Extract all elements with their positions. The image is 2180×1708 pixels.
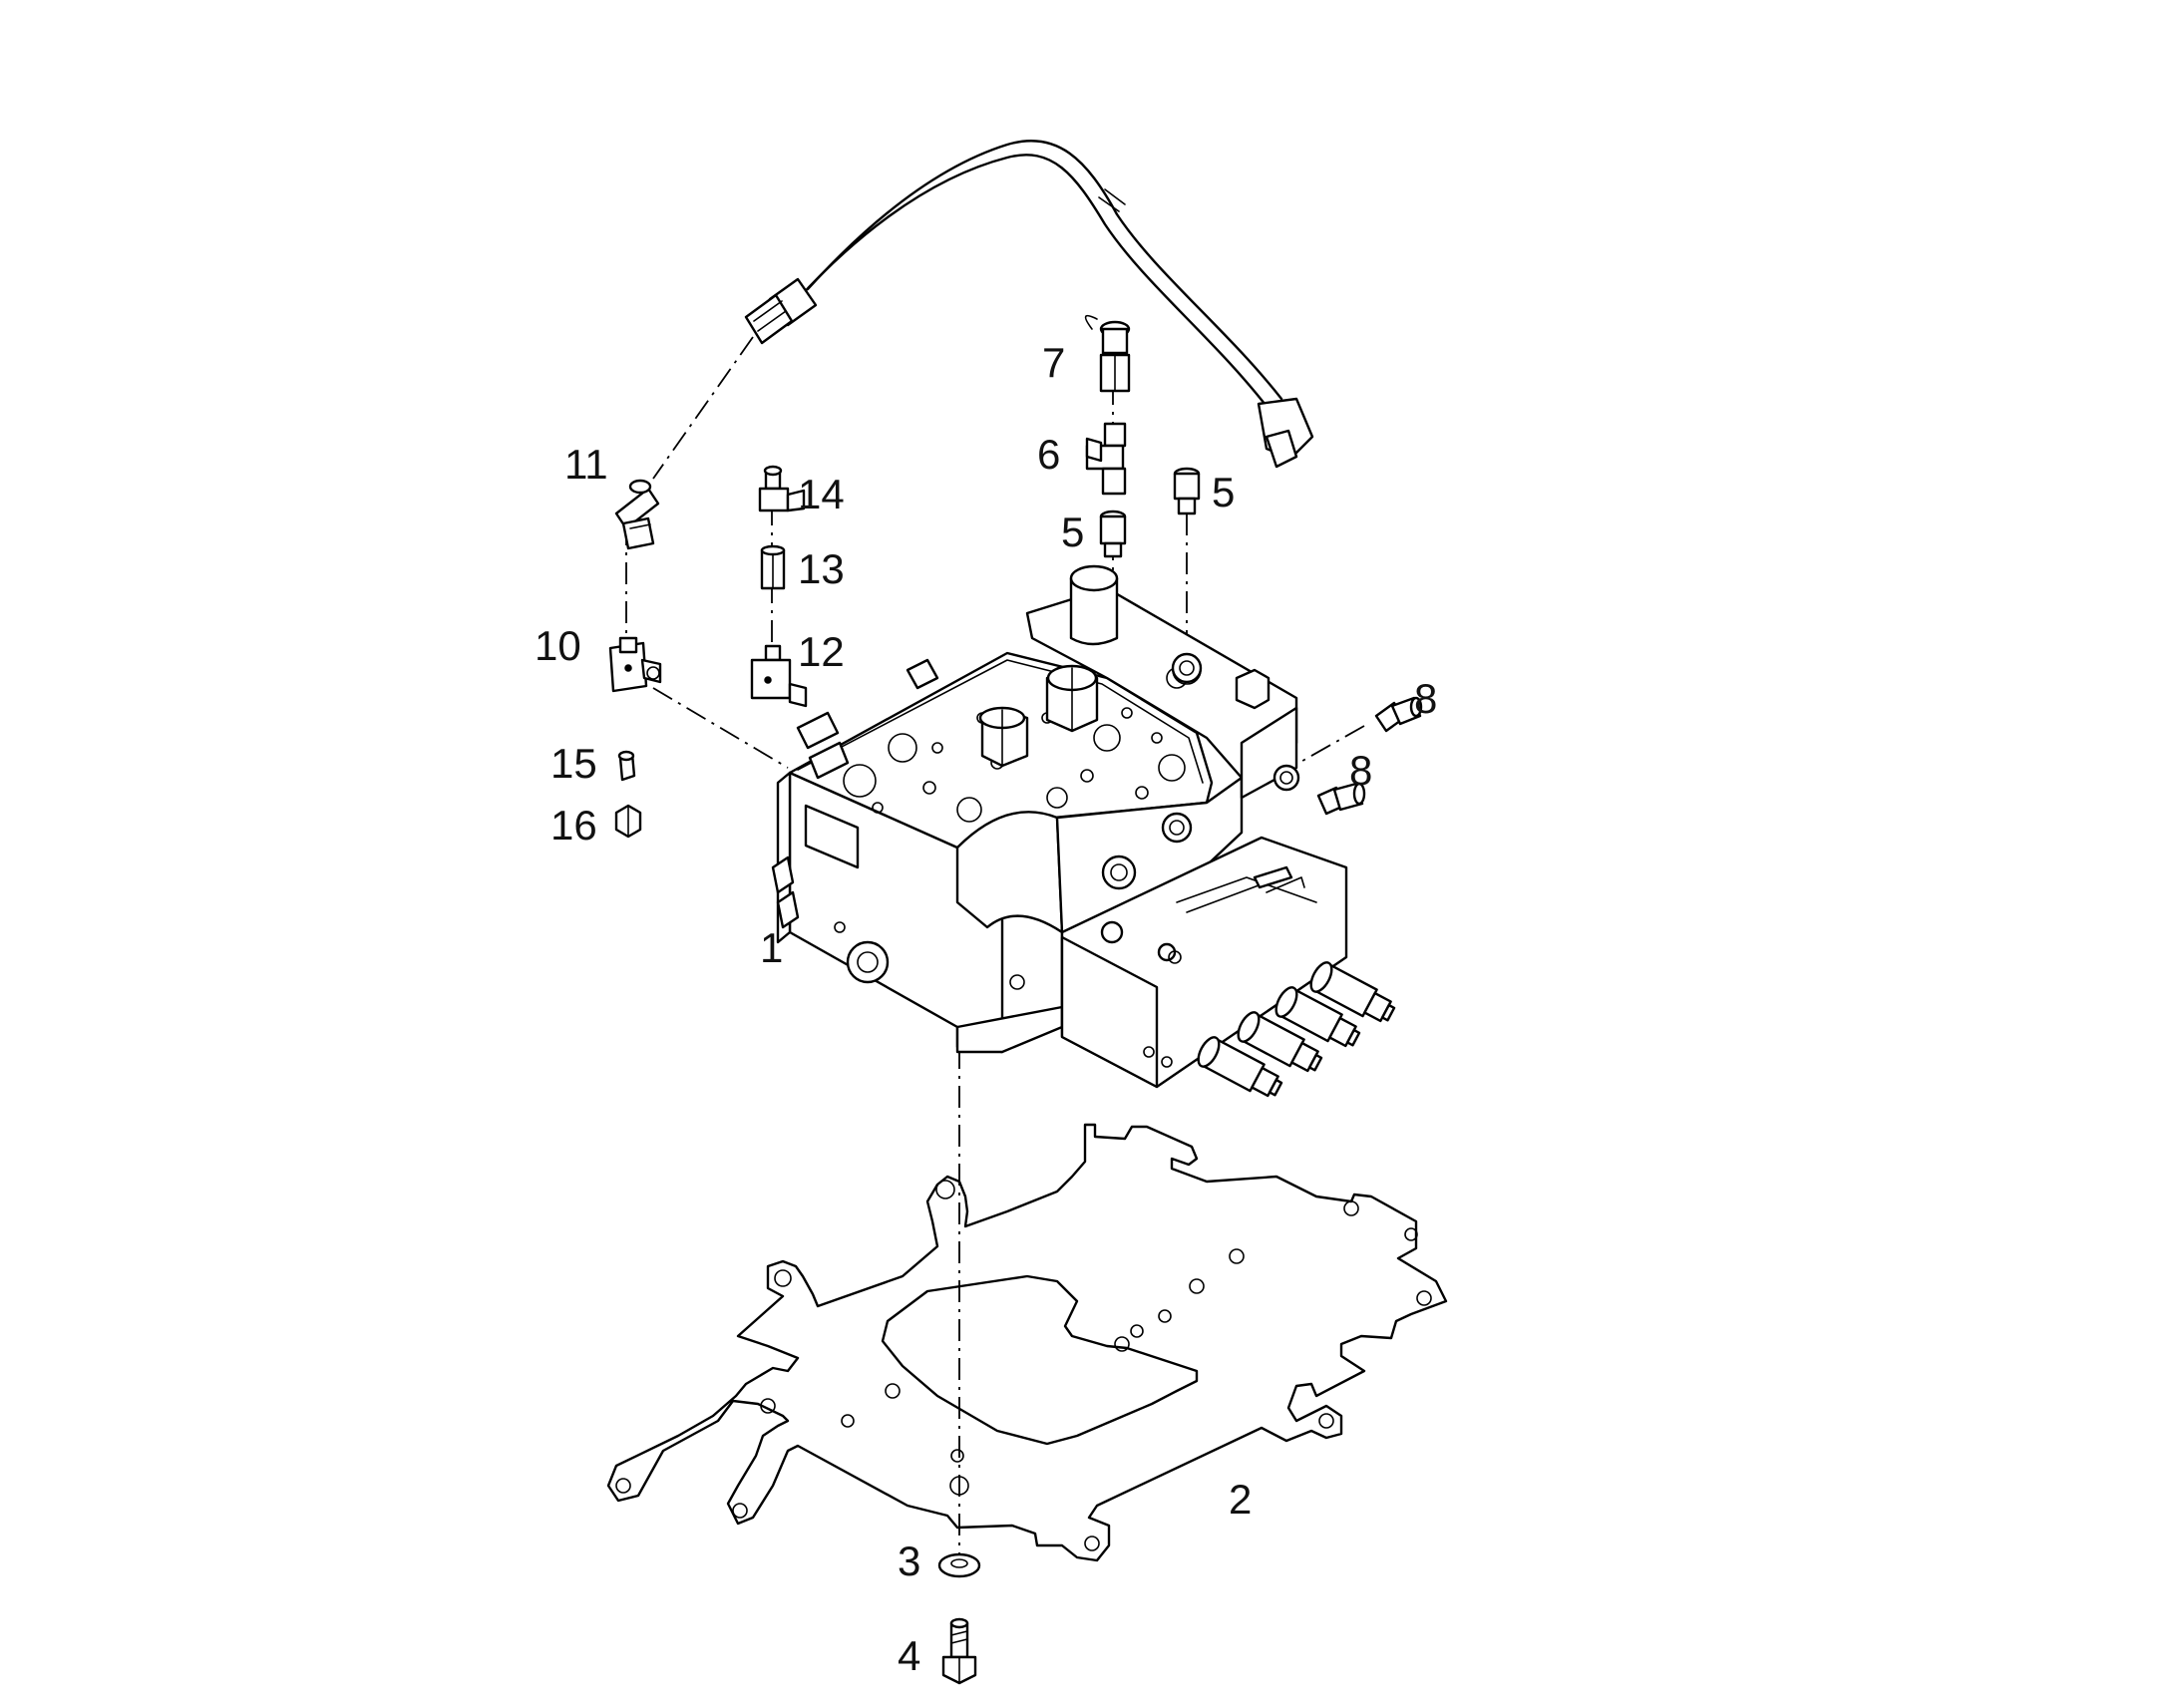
- nipple[interactable]: [617, 750, 636, 782]
- hydraulic-hose[interactable]: [744, 140, 1314, 469]
- callout-16: 16: [550, 802, 597, 849]
- callout-4: 4: [898, 1632, 920, 1679]
- test-coupling[interactable]: [1084, 314, 1131, 393]
- coupling[interactable]: [760, 544, 786, 590]
- mounting-plate[interactable]: [606, 1123, 1448, 1562]
- tee-connector[interactable]: [608, 636, 662, 693]
- adapter-center[interactable]: [1099, 510, 1127, 558]
- callout-1: 1: [760, 924, 783, 971]
- callout-10: 10: [535, 622, 581, 669]
- callout-7: 7: [1042, 339, 1065, 386]
- washer[interactable]: [937, 1552, 981, 1578]
- elbow-fitting[interactable]: [614, 479, 660, 550]
- callout-15: 15: [550, 740, 597, 787]
- control-valve-block[interactable]: [771, 564, 1348, 1089]
- elbow-adapter[interactable]: [758, 465, 806, 512]
- adapter-right[interactable]: [1173, 467, 1201, 515]
- callout-11: 11: [564, 441, 608, 488]
- side-plug-lower[interactable]: [1316, 782, 1366, 816]
- tee-fitting[interactable]: [1085, 422, 1127, 496]
- elbow-connector[interactable]: [750, 644, 808, 708]
- callout-3: 3: [898, 1537, 920, 1584]
- solenoid-cartridges[interactable]: [1194, 959, 1398, 1103]
- callout-6: 6: [1037, 431, 1060, 478]
- callout-12: 12: [798, 628, 845, 675]
- callout-5-right: 5: [1212, 469, 1235, 515]
- callout-5-center: 5: [1061, 509, 1084, 555]
- callout-8-lower: 8: [1349, 747, 1372, 794]
- bolt[interactable]: [941, 1617, 977, 1685]
- callout-13: 13: [798, 545, 845, 592]
- callout-8-upper: 8: [1414, 675, 1437, 722]
- cap-nut[interactable]: [614, 804, 642, 839]
- callout-2: 2: [1229, 1476, 1252, 1523]
- callout-14: 14: [798, 471, 845, 517]
- callout-labels: 1 2 3 4 5 5 6 7 8 8 10 11 12 13 14 15 16: [535, 339, 1437, 1679]
- side-plug-upper[interactable]: [1374, 696, 1423, 733]
